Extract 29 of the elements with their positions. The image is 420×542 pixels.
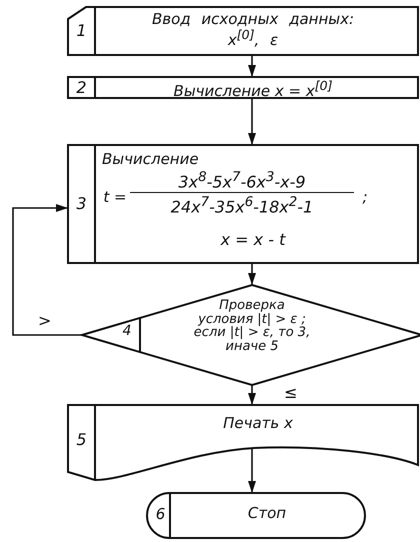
- step-number: 3: [75, 195, 88, 213]
- formula-numerator: 3x$^{8}$-5x$^{7}$-6x$^{3}$-x-9: [130, 171, 354, 193]
- step-number: 1: [75, 22, 88, 40]
- arrow: [248, 263, 256, 285]
- step-number: 5: [75, 431, 88, 449]
- step-text: Стоп: [246, 505, 288, 522]
- arrow: [248, 55, 256, 77]
- step-text: Вычисление x = x$^{[0]}$: [172, 79, 334, 100]
- process-box: [68, 77, 418, 98]
- terminator-shape: [147, 493, 365, 538]
- formula-text: x = x - t: [219, 231, 287, 249]
- decision-diamond: [82, 285, 420, 385]
- step-number: 2: [75, 79, 88, 97]
- input-box: [68, 7, 418, 55]
- condition-text: Проверка условия |t| > ε ; если |t| > ε, то 3, иначе 5: [192, 299, 312, 354]
- arrow: [248, 98, 256, 145]
- arrow: [12, 204, 82, 336]
- formula-denominator: 24x$^{7}$-35x$^{6}$-18x$^{2}$-1: [170, 196, 314, 216]
- process-box: [68, 145, 418, 263]
- step-number: 6: [154, 506, 166, 522]
- step-text: Ввод исходных данных: x$^{[0]}$, ε: [150, 11, 356, 48]
- arrow: [248, 385, 256, 405]
- step-text: Вычисление: [102, 151, 200, 168]
- arrow: [248, 448, 256, 493]
- step-number: 4: [122, 324, 132, 340]
- document-shape: [68, 405, 418, 480]
- formula-text: t =: [102, 189, 128, 206]
- formula-text: ;: [361, 189, 369, 206]
- step-text: Печать x: [222, 415, 294, 432]
